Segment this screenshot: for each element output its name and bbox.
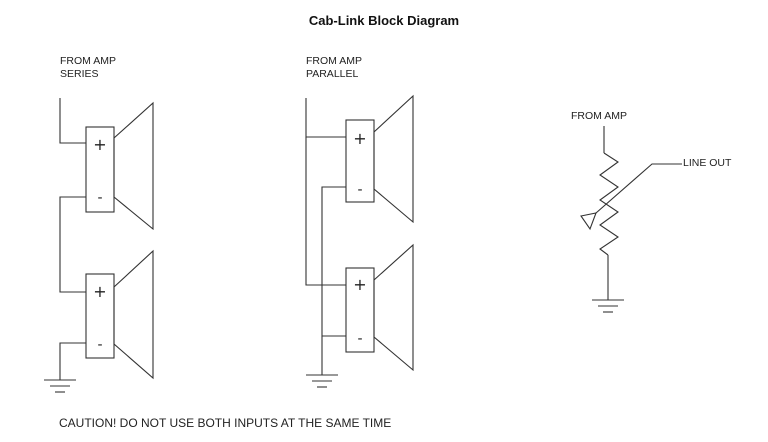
speaker-cone [373,243,414,372]
series-label-line2: SERIES [60,68,99,80]
wiper-arrow-icon [580,212,597,231]
parallel-wiring [305,98,346,388]
parallel-speaker-2: + - [345,243,414,372]
series-label-line1: FROM AMP [60,55,117,67]
parallel-speaker-1: + - [345,94,414,224]
series-ground-symbol [44,379,76,393]
series-speaker-2: + - [85,249,154,380]
minus-terminal: - [97,190,102,206]
parallel-plus-branch [305,137,346,286]
series-speaker-1: + - [85,101,154,231]
speaker-cone [113,101,154,231]
minus-terminal: - [97,337,102,353]
line-out-wiper-wire [595,163,682,214]
caution-note: CAUTION! DO NOT USE BOTH INPUTS AT THE S… [59,416,392,430]
speaker-cone [373,94,414,224]
diagram-title: Cab-Link Block Diagram [308,13,460,28]
parallel-minus-bus [321,186,346,337]
parallel-label: FROM AMP PARALLEL [306,55,362,81]
plus-terminal: + [353,275,366,294]
minus-terminal: - [357,182,362,198]
potentiometer-resistor [599,152,619,256]
parallel-label-line2: PARALLEL [306,68,359,80]
line-out-ground-symbol [592,299,624,313]
line-out-input-label: FROM AMP [571,110,628,122]
series-ground-wire [59,342,86,380]
line-out-label: LINE OUT [683,157,732,169]
series-amp-wire [59,98,86,144]
parallel-ground-symbol [306,374,338,388]
line-out-circuit [580,126,682,313]
series-label: FROM AMP SERIES [60,55,116,81]
plus-terminal: + [93,135,106,154]
minus-terminal: - [357,331,362,347]
plus-terminal: + [353,129,366,148]
plus-terminal: + [93,282,106,301]
speaker-cone [113,249,154,380]
parallel-label-line1: FROM AMP [306,55,363,67]
parallel-plus-bus [305,98,346,138]
series-link-wire [59,196,86,293]
series-wiring [44,98,86,393]
